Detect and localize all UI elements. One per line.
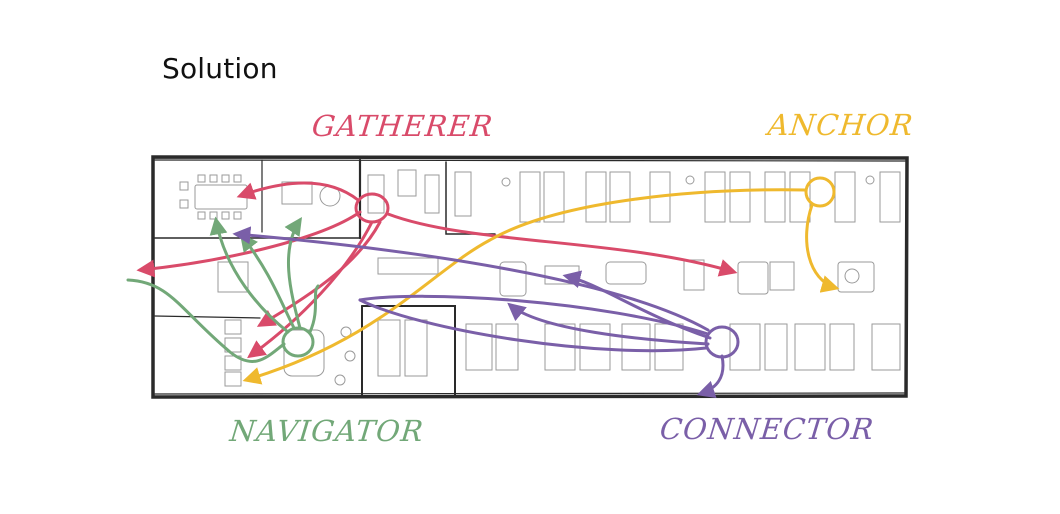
slide-title: Solution	[162, 52, 278, 85]
desk-clusters-top	[367, 169, 901, 223]
collaboration-zone	[217, 257, 875, 297]
desk-clusters-bottom	[224, 319, 901, 387]
building-walls	[151, 155, 909, 399]
anchor-hub	[804, 176, 836, 208]
gatherer-paths	[136, 181, 738, 359]
connector-paths	[232, 226, 740, 398]
conference-room	[179, 174, 341, 220]
connector-hub	[704, 325, 740, 359]
anchor-paths	[242, 176, 840, 385]
navigator-paths	[126, 216, 320, 363]
navigator-hub	[281, 326, 315, 358]
